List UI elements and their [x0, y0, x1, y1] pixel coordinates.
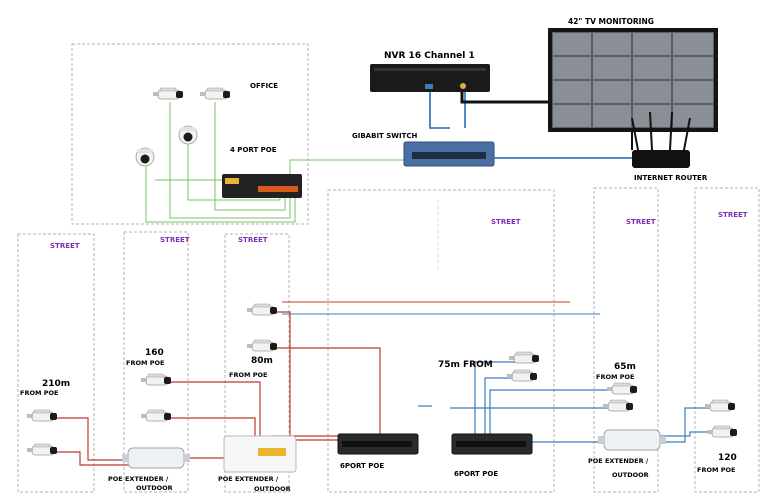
- poe-extender-2-sub: OUTDOOR: [254, 485, 291, 493]
- network-cables: [429, 90, 640, 159]
- distance-160-note: FROM POE: [126, 359, 164, 367]
- office-zone: [71, 43, 309, 225]
- street-camera-1: [26, 409, 58, 422]
- distance-160: 160: [145, 348, 164, 358]
- street-camera-4: [140, 409, 172, 422]
- poe-extender-3-sub: OUTDOOR: [612, 471, 649, 479]
- poe6-switch-a-label: 6PORT POE: [340, 462, 384, 470]
- router-label: INTERNET ROUTER: [634, 174, 708, 182]
- tv-title: 42" TV MONITORING: [568, 17, 654, 26]
- office-dome-camera-1: [178, 125, 198, 145]
- street-zone-2: [123, 231, 189, 493]
- tv-monitor-icon: [548, 28, 718, 132]
- hdmi-cable: [460, 90, 552, 104]
- poe6-switch-b-label: 6PORT POE: [454, 470, 498, 478]
- street-label-3: STREET: [238, 236, 268, 244]
- distance-120: 120: [718, 453, 737, 463]
- poe-extender-3-icon: [597, 429, 667, 451]
- office-camera-2: [199, 87, 231, 100]
- distance-80-note: FROM POE: [229, 371, 267, 379]
- distance-80: 80m: [251, 356, 273, 366]
- street-camera-7: [508, 351, 540, 364]
- distance-65-note: FROM POE: [596, 373, 634, 381]
- poe4-switch-icon: [222, 174, 302, 198]
- poe-extender-1-sub: OUTDOOR: [136, 484, 173, 492]
- street-zone-5: [593, 187, 659, 493]
- street-camera-12: [706, 425, 738, 438]
- distance-210-note: FROM POE: [20, 389, 58, 397]
- poe-extender-2-label: POE EXTENDER /: [218, 475, 279, 483]
- nvr-title: NVR 16 Channel 1: [384, 51, 475, 61]
- street-camera-2: [26, 443, 58, 456]
- poe-extender-2-icon: [223, 435, 297, 473]
- street-zone-6: [694, 187, 760, 493]
- poe-extender-1-label: POE EXTENDER /: [108, 475, 169, 483]
- street-camera-6: [246, 339, 278, 352]
- office-cables: [145, 102, 405, 223]
- poe6-switch-a-icon: [337, 433, 419, 455]
- street-camera-3: [140, 373, 172, 386]
- poe4-switch-label: 4 PORT POE: [230, 146, 277, 154]
- wifi-router-icon: [631, 111, 691, 168]
- office-camera-1: [152, 87, 184, 100]
- gigabit-switch-label: GIBABIT SWITCH: [352, 132, 418, 140]
- street-camera-11: [704, 399, 736, 412]
- distance-75: 75m FROM: [438, 360, 493, 370]
- gigabit-switch-icon: [403, 141, 495, 167]
- office-dome-camera-2: [135, 147, 155, 167]
- distance-210: 210m: [42, 379, 70, 389]
- street-zone-1: [17, 233, 95, 493]
- street-camera-5: [246, 303, 278, 316]
- office-label: OFFICE: [250, 82, 278, 90]
- street-camera-8: [506, 369, 538, 382]
- street-label-2: STREET: [160, 236, 190, 244]
- street-camera-9: [606, 382, 638, 395]
- street-zone-3: [224, 233, 290, 493]
- street-camera-10: [602, 399, 634, 412]
- street-label-4: STREET: [491, 218, 521, 226]
- blue-cables: [418, 361, 712, 443]
- poe-extender-3-label: POE EXTENDER /: [588, 457, 649, 465]
- street-label-1: STREET: [50, 242, 80, 250]
- poe6-switch-b-icon: [451, 433, 533, 455]
- distance-120-note: FROM POE: [697, 466, 735, 474]
- poe-extender-1-icon: [121, 447, 191, 469]
- street-zone-4: [327, 189, 555, 493]
- distance-65: 65m: [614, 362, 636, 372]
- street-label-5: STREET: [626, 218, 656, 226]
- nvr-recorder-icon: [370, 64, 490, 92]
- street-label-6: STREET: [718, 211, 748, 219]
